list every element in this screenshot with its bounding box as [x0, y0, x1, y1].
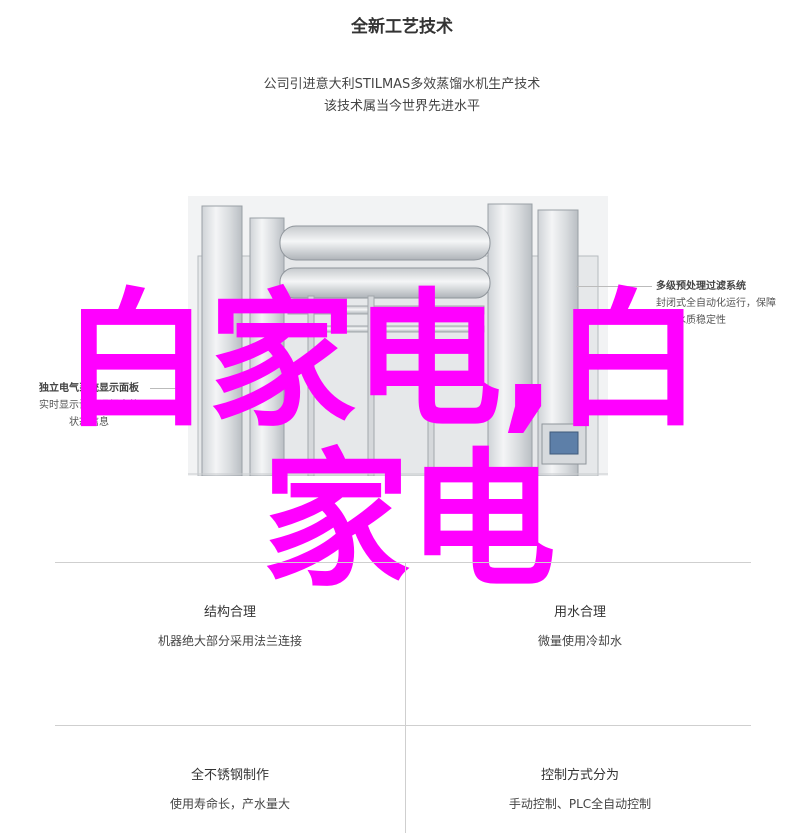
feature-stainless-steel: 全不锈钢制作 使用寿命长，产水量大 [55, 765, 405, 815]
callout-text: 实时显示设备运行中的 [39, 400, 139, 411]
callout-title: 独立电气系统显示面板 [39, 383, 139, 394]
intro-line: 公司引进意大利STILMAS多效蒸馏水机生产技术 [263, 77, 541, 92]
watermark-text: 家电 [262, 435, 556, 607]
callout-text: 封闭式全自动化运行，保障 [656, 298, 776, 309]
feature-control-mode: 控制方式分为 手动控制、PLC全自动控制 [405, 765, 755, 815]
callout-pretreatment: 多级预处理过滤系统 封闭式全自动化运行，保障 出水水质稳定性 [656, 278, 796, 329]
feature-title: 结构合理 [203, 605, 256, 620]
intro-text: 公司引进意大利STILMAS多效蒸馏水机生产技术 该技术属当今世界先进水平 [0, 74, 804, 118]
feature-water-use: 用水合理 微量使用冷却水 [405, 602, 755, 652]
callout-text: 状态信息 [69, 417, 109, 428]
feature-title: 控制方式分为 [540, 768, 619, 783]
callout-line-right [576, 286, 652, 287]
feature-structure: 结构合理 机器绝大部分采用法兰连接 [55, 602, 405, 652]
page-title: 全新工艺技术 [351, 17, 453, 37]
distiller-machine-drawing [188, 196, 608, 476]
callout-text: 出水水质稳定性 [656, 315, 726, 326]
feature-desc: 机器绝大部分采用法兰连接 [157, 634, 302, 648]
callout-control-panel: 独立电气系统显示面板 实时显示设备运行中的 状态信息 [14, 380, 164, 431]
distiller-machine-image [188, 196, 608, 476]
feature-desc: 手动控制、PLC全自动控制 [508, 797, 652, 811]
feature-desc: 微量使用冷却水 [537, 634, 622, 648]
callout-line-left [150, 388, 190, 389]
watermark-text: 白家电,白 [62, 275, 702, 447]
intro-line: 该技术属当今世界先进水平 [323, 99, 480, 114]
feature-title: 用水合理 [553, 605, 606, 620]
callout-title: 多级预处理过滤系统 [656, 281, 746, 292]
feature-desc: 使用寿命长，产水量大 [169, 797, 290, 811]
grid-divider [405, 562, 406, 833]
feature-title: 全不锈钢制作 [190, 768, 269, 783]
grid-divider [55, 725, 751, 726]
grid-divider [55, 562, 751, 563]
